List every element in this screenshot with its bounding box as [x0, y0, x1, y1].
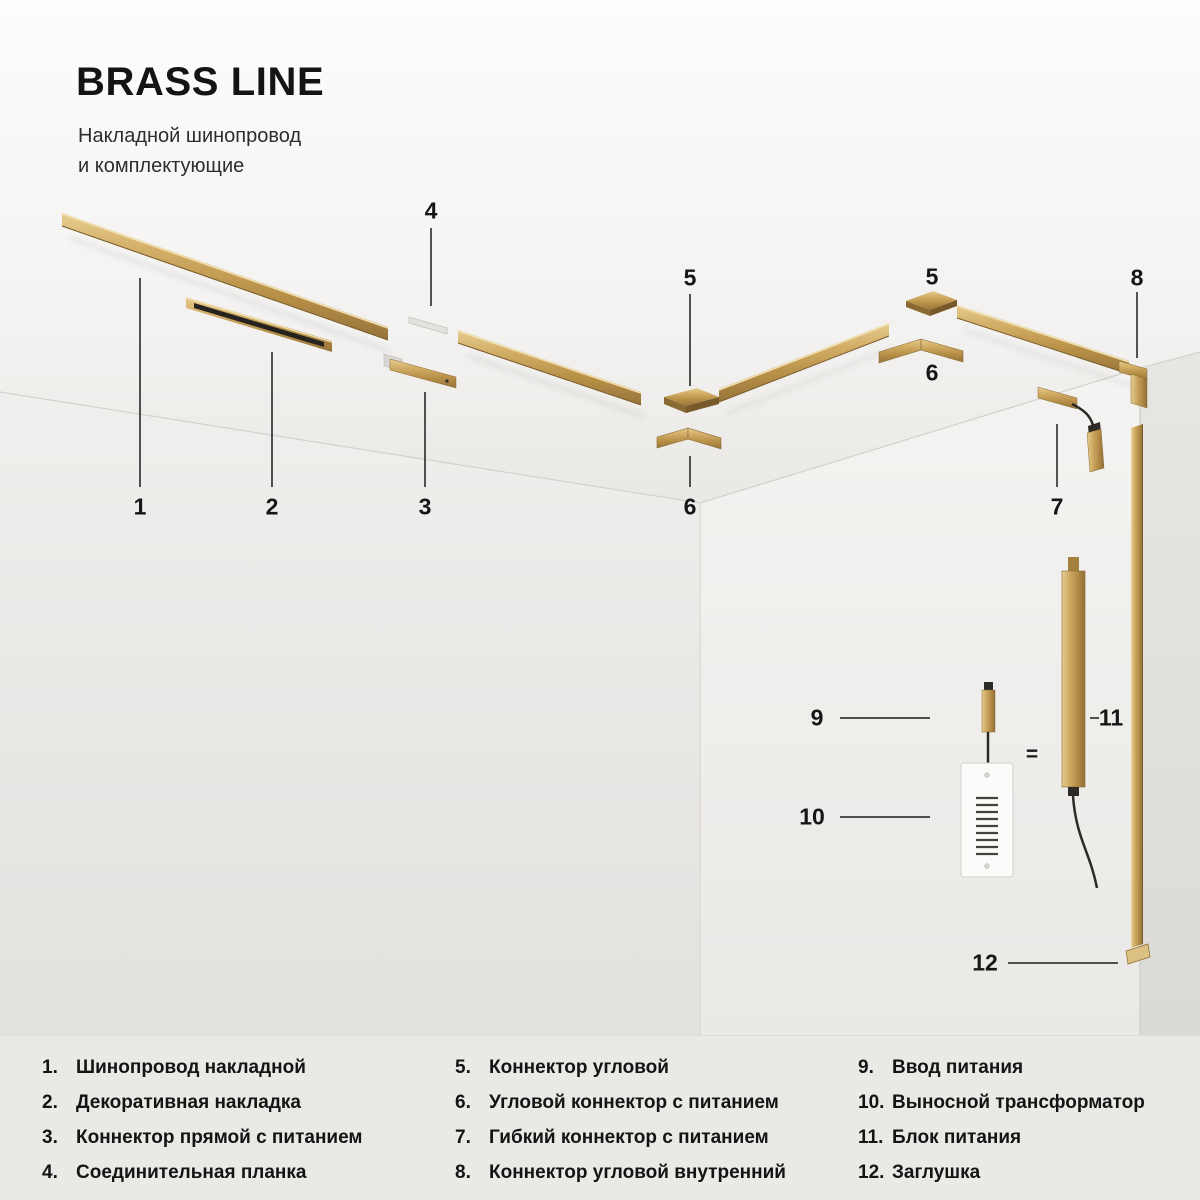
- legend-item-number: 7.: [455, 1126, 471, 1148]
- subtitle-line-1: Накладной шинопровод: [78, 125, 302, 147]
- legend-item-number: 9.: [858, 1056, 874, 1078]
- legend-item-6: 6. Угловой коннектор с питанием: [455, 1085, 786, 1120]
- callout-10: 10: [799, 803, 825, 830]
- legend-item-number: 12.: [858, 1161, 885, 1183]
- legend-item-number: 2.: [42, 1091, 58, 1113]
- track-surface-1: [61, 213, 389, 341]
- legend-item-number: 1.: [42, 1056, 58, 1078]
- internal-corner-connector-8: [1118, 360, 1148, 409]
- track-surface-mid: [457, 330, 642, 406]
- legend-item-9: 9. Ввод питания: [858, 1050, 1145, 1085]
- page-title: BRASS LINE: [76, 60, 325, 104]
- equals-sign: =: [1025, 743, 1039, 766]
- joining-plate-4: [408, 316, 448, 335]
- legend-item-label: Выносной трансформатор: [892, 1091, 1145, 1113]
- room: [0, 0, 1200, 1035]
- legend-item-7: 7. Гибкий коннектор с питанием: [455, 1120, 786, 1155]
- legend-item-label: Ввод питания: [892, 1056, 1024, 1078]
- transformer-10: [960, 762, 1014, 878]
- legend-item-10: 10. Выносной трансформатор: [858, 1085, 1145, 1120]
- legend-item-2: 2. Декоративная накладка: [42, 1085, 362, 1120]
- legend-item-label: Заглушка: [892, 1161, 981, 1183]
- callout-5a: 5: [683, 264, 697, 291]
- scene: BRASS LINE Накладной шинопровод и компле…: [0, 0, 1200, 1035]
- legend-item-number: 8.: [455, 1161, 471, 1183]
- end-cap-12: [1125, 943, 1151, 965]
- legend-item-number: 11.: [858, 1126, 884, 1148]
- callout-2: 2: [265, 493, 279, 520]
- power-input-9: [981, 682, 996, 763]
- legend: 1. Шинопровод накладной 2. Декоративная …: [0, 1035, 1200, 1200]
- callout-11: 11: [1098, 704, 1124, 731]
- legend-column-3: 9. Ввод питания 10. Выносной трансформат…: [858, 1050, 1145, 1190]
- legend-item-1: 1. Шинопровод накладной: [42, 1050, 362, 1085]
- legend-item-3: 3. Коннектор прямой с питанием: [42, 1120, 362, 1155]
- callout-1: 1: [133, 493, 147, 520]
- callout-lines: [139, 228, 1138, 964]
- callout-6a: 6: [683, 493, 697, 520]
- header: BRASS LINE Накладной шинопровод и компле…: [76, 60, 324, 181]
- corner-connector-5a: [664, 388, 719, 413]
- flexible-connector-7: [1037, 386, 1105, 473]
- track-surface-right2: [956, 305, 1130, 375]
- legend-item-4: 4. Соединительная планка: [42, 1155, 362, 1190]
- power-supply-11: [1061, 557, 1099, 889]
- room-illustration: [0, 0, 1200, 1035]
- callout-5b: 5: [925, 263, 939, 290]
- legend-item-5: 5. Коннектор угловой: [455, 1050, 786, 1085]
- corner-connector-5b: [906, 291, 957, 316]
- legend-item-label: Коннектор угловой внутренний: [489, 1161, 786, 1183]
- legend-item-11: 11. Блок питания: [858, 1120, 1145, 1155]
- ceiling-tracks: [61, 213, 1148, 450]
- vent-slots: [976, 796, 998, 856]
- legend-item-number: 4.: [42, 1161, 58, 1183]
- callout-8: 8: [1130, 264, 1144, 291]
- shadows: [70, 235, 1133, 420]
- legend-item-number: 10.: [858, 1091, 885, 1113]
- legend-item-label: Декоративная накладка: [76, 1091, 302, 1113]
- legend-column-1: 1. Шинопровод накладной 2. Декоративная …: [42, 1050, 362, 1190]
- legend-item-8: 8. Коннектор угловой внутренний: [455, 1155, 786, 1190]
- straight-connector-3: [383, 353, 457, 389]
- callout-7: 7: [1050, 493, 1064, 520]
- callout-3: 3: [418, 493, 432, 520]
- legend-item-number: 5.: [455, 1056, 471, 1078]
- callout-9: 9: [810, 704, 824, 731]
- corner-feed-connector-6b: [878, 338, 964, 364]
- legend-item-label: Шинопровод накладной: [76, 1056, 306, 1078]
- corner-feed-connector-6a: [656, 427, 722, 450]
- legend-item-number: 6.: [455, 1091, 471, 1113]
- legend-item-number: 3.: [42, 1126, 58, 1148]
- legend-item-12: 12. Заглушка: [858, 1155, 1145, 1190]
- callout-6b: 6: [925, 359, 939, 386]
- legend-item-label: Коннектор прямой с питанием: [76, 1126, 363, 1148]
- track-surface-right1: [718, 323, 890, 403]
- legend-column-2: 5. Коннектор угловой 6. Угловой коннекто…: [455, 1050, 786, 1190]
- wall-track: [1125, 424, 1151, 965]
- page-subtitle: Накладной шинопровод и комплектующие: [78, 121, 324, 181]
- legend-item-label: Угловой коннектор с питанием: [489, 1091, 779, 1113]
- callout-12: 12: [972, 949, 998, 976]
- legend-item-label: Соединительная планка: [76, 1161, 307, 1183]
- callout-4: 4: [424, 197, 438, 224]
- legend-item-label: Гибкий коннектор с питанием: [489, 1126, 769, 1148]
- legend-item-label: Блок питания: [892, 1126, 1022, 1148]
- subtitle-line-2: и комплектующие: [78, 155, 245, 177]
- legend-item-label: Коннектор угловой: [489, 1056, 669, 1078]
- decorative-cover-2: [185, 297, 333, 352]
